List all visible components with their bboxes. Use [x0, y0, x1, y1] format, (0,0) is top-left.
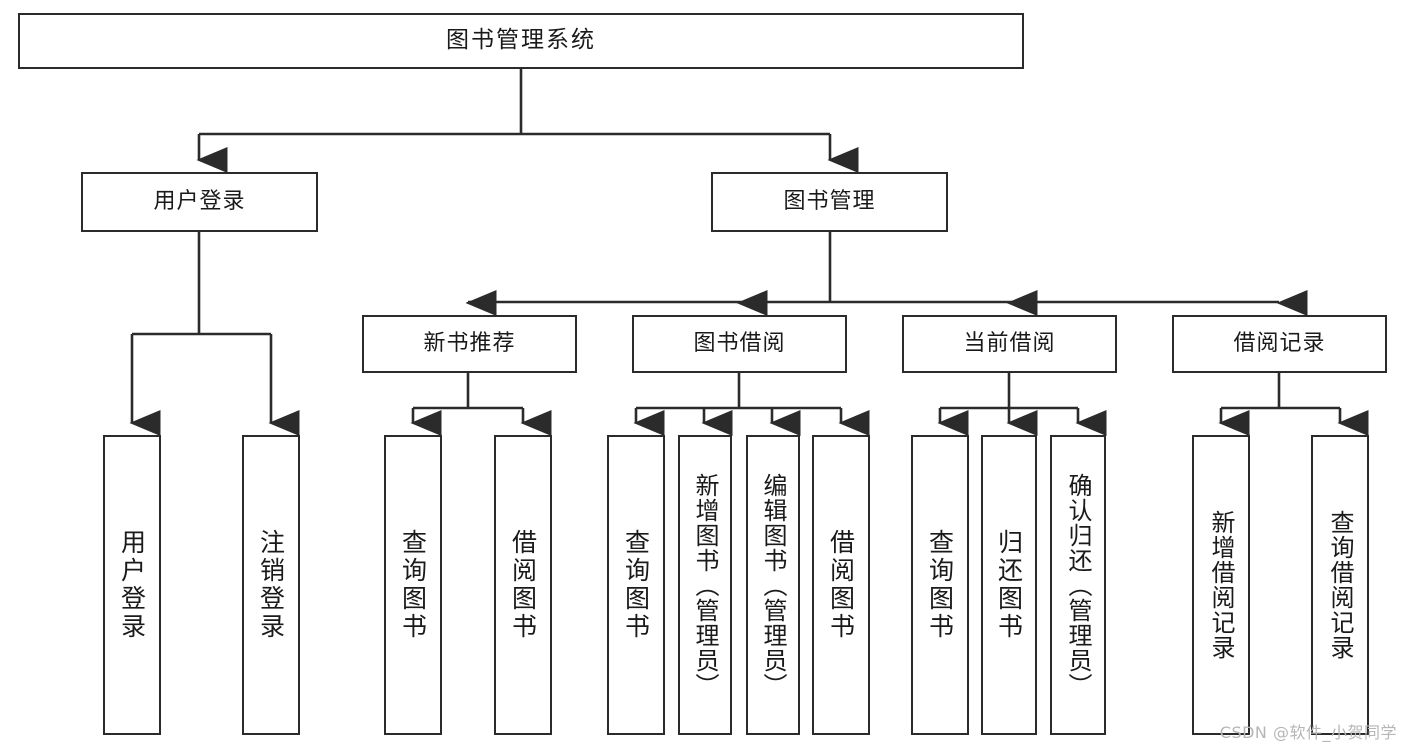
node-leaf-borrow-book-1[interactable]: 借阅图书	[494, 435, 552, 735]
node-current-borrow-label: 当前借阅	[963, 331, 1056, 357]
node-leaf-user-login-label: 用户登录	[117, 529, 147, 641]
node-current-borrow[interactable]: 当前借阅	[902, 315, 1117, 373]
node-book-borrow-label: 图书借阅	[693, 331, 786, 357]
node-leaf-query-book-3-label: 查询图书	[925, 529, 955, 641]
node-new-book-recommend[interactable]: 新书推荐	[362, 315, 577, 373]
node-user-login-label: 用户登录	[153, 189, 246, 215]
node-user-login[interactable]: 用户登录	[81, 172, 318, 232]
node-leaf-query-book-1[interactable]: 查询图书	[384, 435, 442, 735]
node-book-borrow[interactable]: 图书借阅	[632, 315, 847, 373]
node-leaf-add-record-label: 新增借阅记录	[1207, 510, 1235, 660]
node-leaf-add-record[interactable]: 新增借阅记录	[1192, 435, 1250, 735]
node-leaf-confirm-return[interactable]: 确认归还（管理员）	[1050, 435, 1106, 735]
node-leaf-query-book-2[interactable]: 查询图书	[607, 435, 665, 735]
node-leaf-return-book[interactable]: 归还图书	[981, 435, 1037, 735]
node-leaf-query-book-3[interactable]: 查询图书	[911, 435, 969, 735]
node-leaf-confirm-return-label: 确认归还（管理员）	[1064, 472, 1092, 698]
node-book-manage-label: 图书管理	[783, 189, 876, 215]
node-leaf-borrow-book-1-label: 借阅图书	[508, 529, 538, 641]
node-leaf-borrow-book-2[interactable]: 借阅图书	[812, 435, 870, 735]
node-leaf-add-book-label: 新增图书（管理员）	[691, 472, 719, 698]
node-new-book-recommend-label: 新书推荐	[423, 331, 516, 357]
node-leaf-edit-book-label: 编辑图书（管理员）	[759, 472, 787, 698]
node-leaf-add-book[interactable]: 新增图书（管理员）	[678, 435, 732, 735]
node-leaf-user-login[interactable]: 用户登录	[103, 435, 161, 735]
node-book-manage[interactable]: 图书管理	[711, 172, 948, 232]
node-leaf-query-book-1-label: 查询图书	[398, 529, 428, 641]
node-leaf-logout-login[interactable]: 注销登录	[242, 435, 300, 735]
node-leaf-query-book-2-label: 查询图书	[621, 529, 651, 641]
node-leaf-logout-login-label: 注销登录	[256, 529, 286, 641]
node-leaf-borrow-book-2-label: 借阅图书	[826, 529, 856, 641]
node-borrow-record[interactable]: 借阅记录	[1172, 315, 1387, 373]
csdn-watermark: CSDN @软件_小贺同学	[1219, 723, 1397, 742]
node-borrow-record-label: 借阅记录	[1233, 331, 1326, 357]
node-root[interactable]: 图书管理系统	[18, 13, 1024, 69]
node-leaf-edit-book[interactable]: 编辑图书（管理员）	[746, 435, 800, 735]
node-leaf-query-record-label: 查询借阅记录	[1326, 510, 1354, 660]
node-root-label: 图书管理系统	[446, 27, 596, 54]
node-leaf-return-book-label: 归还图书	[994, 529, 1024, 641]
node-leaf-query-record[interactable]: 查询借阅记录	[1311, 435, 1369, 735]
